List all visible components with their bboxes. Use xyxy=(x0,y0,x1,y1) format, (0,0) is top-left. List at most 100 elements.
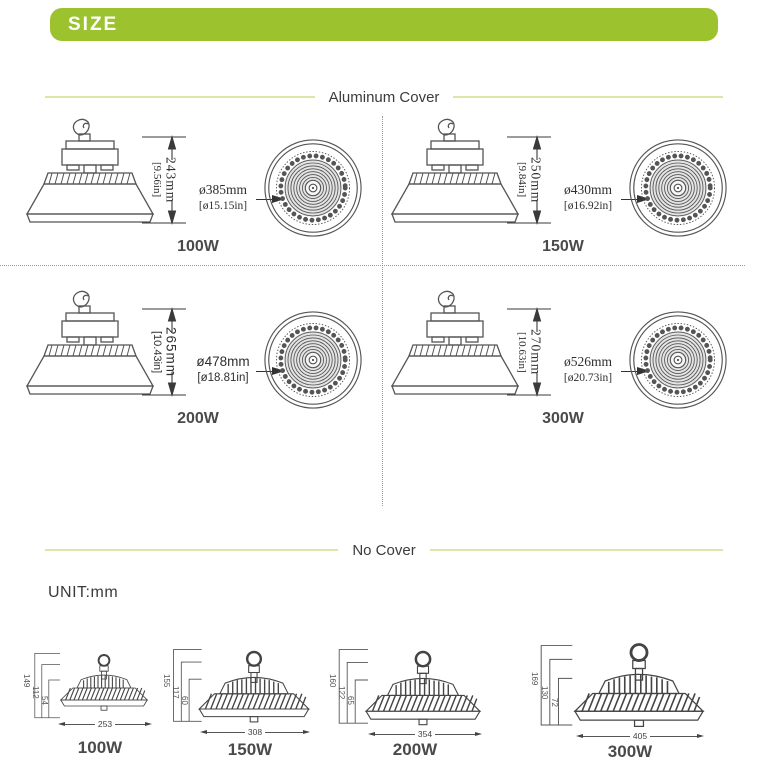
arrow-left xyxy=(576,734,583,738)
body-height-label: 65 xyxy=(346,696,355,705)
mid-height-label: 130 xyxy=(540,686,549,700)
diameter-inches: [ø18.81in] xyxy=(197,371,249,384)
wattage-label: 150W xyxy=(227,740,273,759)
dim-line xyxy=(207,731,245,733)
width-dimension: 405 xyxy=(576,732,704,740)
no-cover-model-200w: 160 122 65 354 200W xyxy=(328,628,505,766)
diameter-inches: [ø20.73in] xyxy=(563,371,613,384)
diameter-arrowhead xyxy=(637,367,650,375)
dim-line xyxy=(435,733,475,735)
arrow-left xyxy=(58,722,65,726)
diameter-leader-line xyxy=(621,199,639,200)
covered-model-200w: [10.43in] 265mm ø478mm [ø18.81in] 200W xyxy=(10,280,380,450)
no-cover-model-300w: 169 130 72 405 300W xyxy=(520,624,735,766)
lamp-top-view-drawing xyxy=(628,310,728,410)
height-dimension: [10.43in] 265mm xyxy=(141,306,187,398)
aluminum-cover-heading: Aluminum Cover xyxy=(45,88,723,106)
diameter-label: ø430mm [ø16.92in] xyxy=(553,182,623,213)
body-height-label: 60 xyxy=(180,696,189,705)
page-title: SIZE xyxy=(68,13,119,35)
diameter-inches: [ø15.15in] xyxy=(198,199,248,212)
width-value: 405 xyxy=(632,730,648,741)
lamp-side-view-drawing xyxy=(26,118,154,223)
diameter-arrowhead xyxy=(637,195,650,203)
diameter-leader-line xyxy=(621,371,639,372)
diameter-inches: [ø16.92in] xyxy=(563,199,613,212)
arrow-right xyxy=(697,734,704,738)
arrow-right xyxy=(475,732,482,736)
diameter-label: ø526mm [ø20.73in] xyxy=(553,354,623,385)
height-mm: 250mm xyxy=(528,156,544,204)
height-inches: [10.63in] xyxy=(515,331,528,373)
dim-line xyxy=(65,723,95,725)
body-height-label: 54 xyxy=(40,696,49,705)
width-dimension: 354 xyxy=(368,730,482,738)
dim-line xyxy=(375,733,415,735)
dim-line xyxy=(650,735,697,737)
lamp-top-view-drawing xyxy=(263,310,363,410)
vertical-dotted-divider xyxy=(382,116,383,506)
heading-line-right xyxy=(429,549,724,551)
wattage-label: 100W xyxy=(77,738,123,757)
heading-line-right xyxy=(453,96,723,98)
total-height-label: 155 xyxy=(162,674,171,688)
mid-height-label: 117 xyxy=(171,686,180,699)
covered-model-300w: [10.63in] 270mm ø526mm [ø20.73in] 300W xyxy=(375,280,745,450)
heading-line-left xyxy=(45,549,339,551)
height-inches: [9.84in] xyxy=(515,162,528,198)
width-value: 354 xyxy=(417,728,433,739)
no-cover-heading: No Cover xyxy=(45,541,724,559)
horizontal-dotted-divider xyxy=(0,265,745,266)
no-cover-model-100w: 149 112 54 253 100W xyxy=(20,636,170,766)
height-inches: [10.43in] xyxy=(150,330,163,374)
wattage-label: 150W xyxy=(542,238,584,255)
lamp-side-view-drawing xyxy=(26,290,154,395)
width-dimension: 253 xyxy=(58,720,152,728)
arrow-right xyxy=(145,722,152,726)
dim-line xyxy=(115,723,145,725)
wattage-label: 300W xyxy=(607,742,653,761)
height-mm: 265mm xyxy=(163,326,179,377)
aluminum-cover-title: Aluminum Cover xyxy=(328,88,440,106)
no-cover-model-150w: 155 117 60 308 150W xyxy=(162,630,338,766)
diameter-leader-line xyxy=(256,371,274,372)
dim-line xyxy=(583,735,630,737)
arrow-right xyxy=(303,730,310,734)
mid-height-label: 122 xyxy=(337,686,346,700)
diameter-mm: ø430mm xyxy=(563,182,612,197)
body-height-label: 72 xyxy=(550,698,559,707)
unit-label: UNIT:mm xyxy=(48,584,119,601)
diameter-mm: ø526mm xyxy=(563,354,612,369)
height-dimension: [9.84in] 250mm xyxy=(506,134,552,226)
lamp-no-cover-drawing xyxy=(573,643,705,728)
heading-line-left xyxy=(45,96,315,98)
height-dimension: [10.63in] 270mm xyxy=(506,306,552,398)
diameter-label: ø385mm [ø15.15in] xyxy=(188,182,258,213)
lamp-top-view-drawing xyxy=(628,138,728,238)
height-inches: [9.56in] xyxy=(150,162,163,198)
diameter-label: ø478mm [ø18.81in] xyxy=(188,354,258,385)
no-cover-title: No Cover xyxy=(352,541,416,559)
width-dimension: 308 xyxy=(200,728,310,736)
lamp-side-view-drawing xyxy=(391,290,519,395)
dim-line xyxy=(265,731,303,733)
width-value: 308 xyxy=(247,726,263,737)
wattage-label: 200W xyxy=(177,410,219,427)
lamp-top-view-drawing xyxy=(263,138,363,238)
diameter-mm: ø478mm xyxy=(196,354,250,369)
diameter-arrowhead xyxy=(272,367,285,375)
mid-height-label: 112 xyxy=(31,686,40,699)
wattage-label: 200W xyxy=(392,740,438,759)
height-mm: 243mm xyxy=(163,156,179,204)
total-height-label: 160 xyxy=(328,674,337,688)
width-value: 253 xyxy=(97,718,113,729)
arrow-left xyxy=(368,732,375,736)
height-dimension: [9.56in] 243mm xyxy=(141,134,187,226)
arrow-left xyxy=(200,730,207,734)
diameter-leader-line xyxy=(256,199,274,200)
diameter-arrowhead xyxy=(272,195,285,203)
lamp-side-view-drawing xyxy=(391,118,519,223)
total-height-label: 169 xyxy=(530,672,539,686)
total-height-label: 149 xyxy=(22,674,31,688)
